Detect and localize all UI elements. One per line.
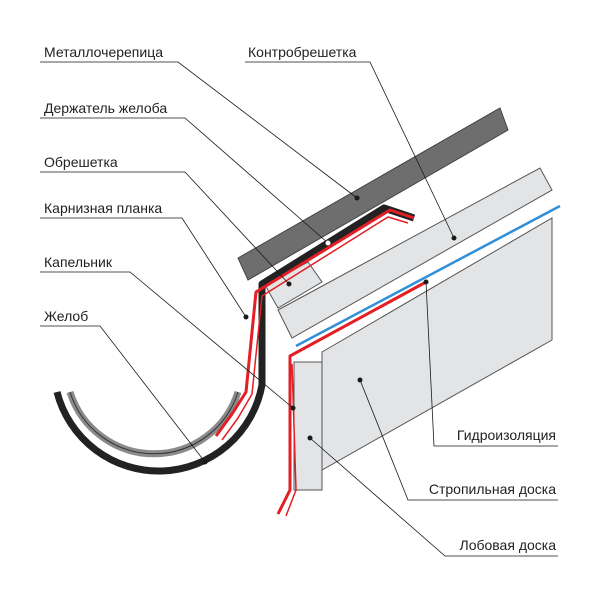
dot-gutter-holder [325,240,331,246]
eaves-strip-edge [221,216,409,441]
gutter-trough-outline [69,391,239,455]
dot-drip-edge [290,405,296,411]
label-eaves-strip: Карнизная планка [44,200,162,216]
leader-drip-edge [40,271,294,409]
drip-edge [276,280,427,515]
leader-waterproofing [425,281,558,447]
gutter-holder-hook [53,204,416,475]
waterproofing-membrane [295,204,561,348]
dot-metal-tile [354,195,360,201]
leader-fascia [309,437,558,557]
leader-batten [40,171,290,285]
leader-gutter [40,325,206,463]
dot-rafter [357,377,363,383]
label-gutter: Желоб [44,308,88,324]
counter-batten-board [277,167,553,339]
fascia-board [293,361,323,491]
leader-metal-tile [40,61,358,199]
gutter-trough [66,390,242,458]
dot-waterproofing [423,279,429,285]
leader-eaves-strip [40,217,247,318]
label-fascia: Лобовая доска [460,537,557,553]
eaves-strip [214,208,415,437]
dot-fascia [307,435,313,441]
metal-tile-sheet [237,107,509,281]
leader-counter-batten [245,61,455,239]
label-drip-edge: Капельник [44,254,113,270]
leader-rafter [359,379,558,501]
label-counter-batten: Контробрешетка [248,44,357,60]
label-rafter: Стропильная доска [429,481,556,497]
dot-batten [286,281,292,287]
leader-gutter-holder [40,117,329,244]
dot-counter-batten [451,235,457,241]
label-gutter-holder: Держатель желоба [44,100,167,116]
dot-eaves-strip [243,314,249,320]
label-batten: Обрешетка [44,154,118,170]
label-metal-tile: Металлочерепица [44,44,163,60]
dot-gutter [202,459,208,465]
label-waterproofing: Гидроизоляция [457,427,556,443]
